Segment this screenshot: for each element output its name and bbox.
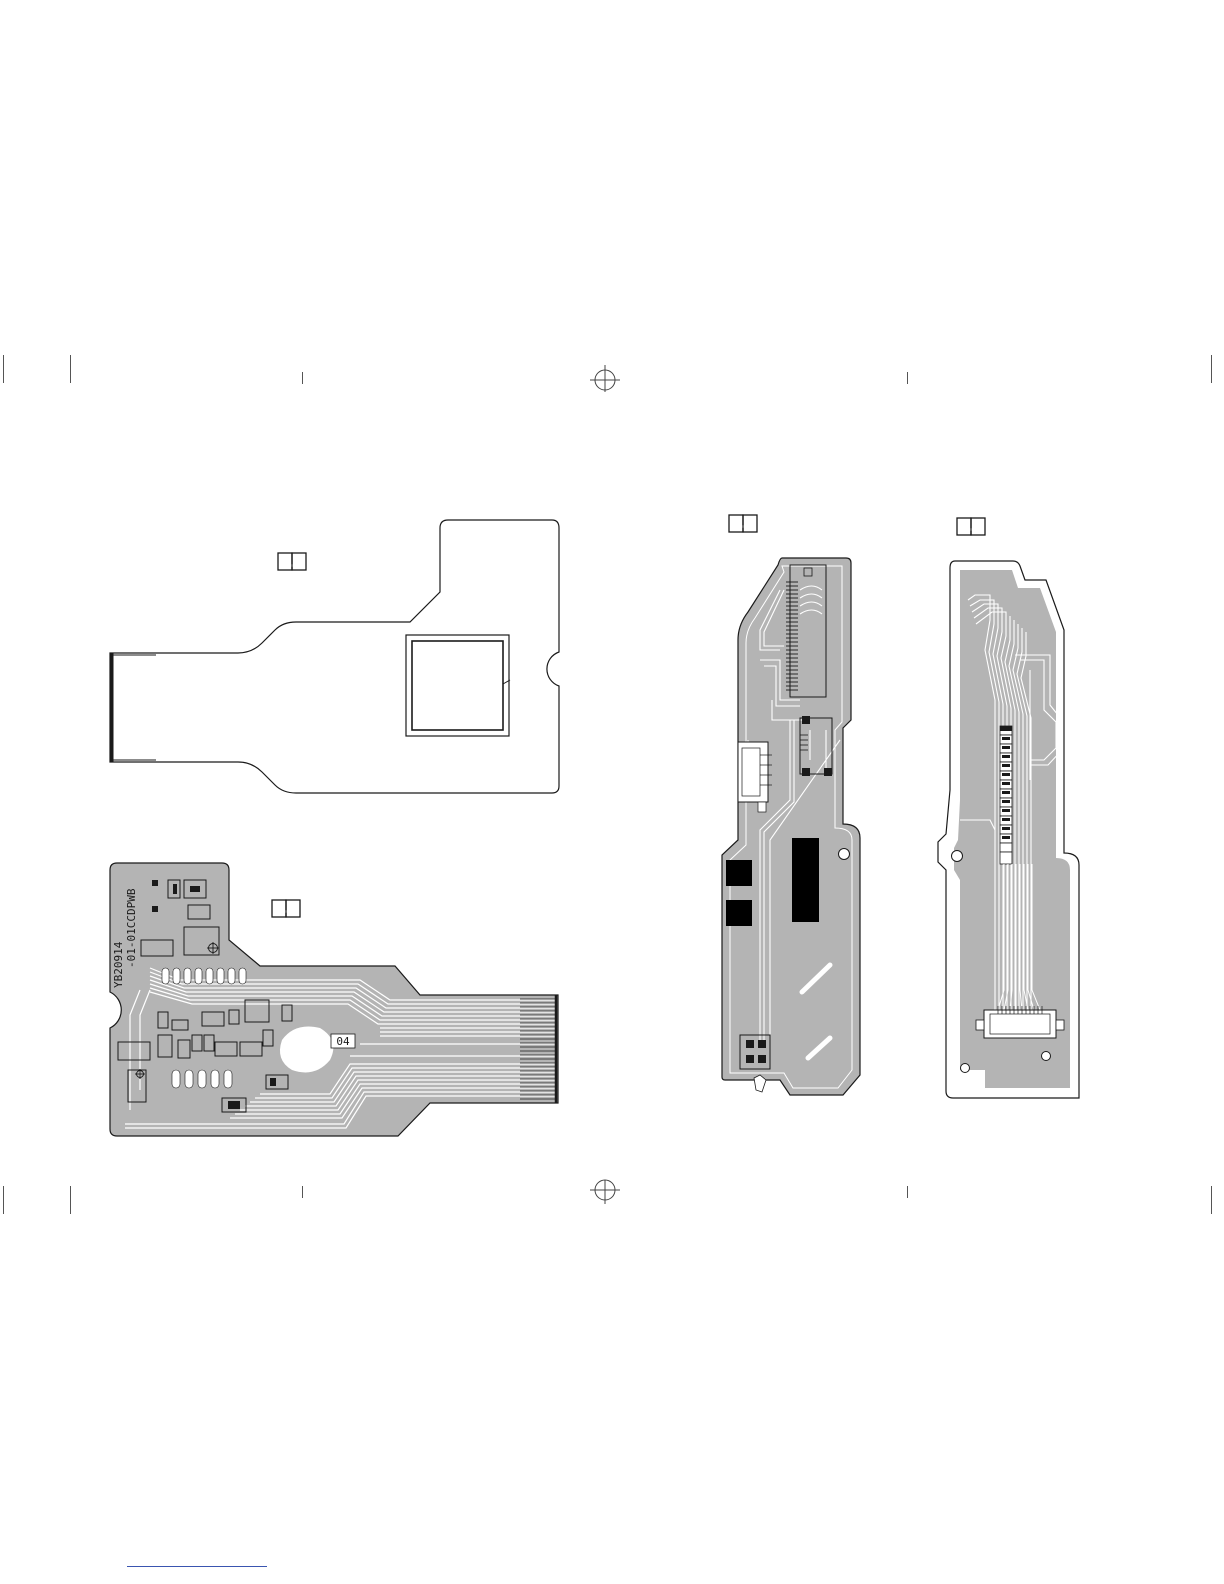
svg-text:□□: □□ [969,528,973,531]
registration-crosshair-bottom [590,1180,620,1204]
reference-box-far-right [957,518,985,535]
large-black-pad [792,838,819,922]
board-top-left: □□ [110,520,559,793]
board-far-right: □□ [938,518,1079,1098]
reference-box-label: □□ [290,564,294,567]
marker-04: 04 [331,1034,355,1048]
reference-box-top-left [278,553,306,570]
svg-text:□□: □□ [741,525,745,528]
registration-crosshair-top [590,365,620,392]
svg-text:□□: □□ [284,910,288,913]
silkscreen-variant: -01-01CCDPWB [125,888,138,968]
footer-rule [127,1566,267,1567]
reference-box-bottom-left [272,900,300,917]
svg-text:04: 04 [336,1035,350,1048]
board-middle-right: □□ [722,515,860,1095]
board-bottom-left: 04 YB20914 -01-01CCDPWB □□ [110,863,558,1136]
silkscreen-part-number: YB20914 [112,941,125,988]
reference-box-middle-right [729,515,757,532]
